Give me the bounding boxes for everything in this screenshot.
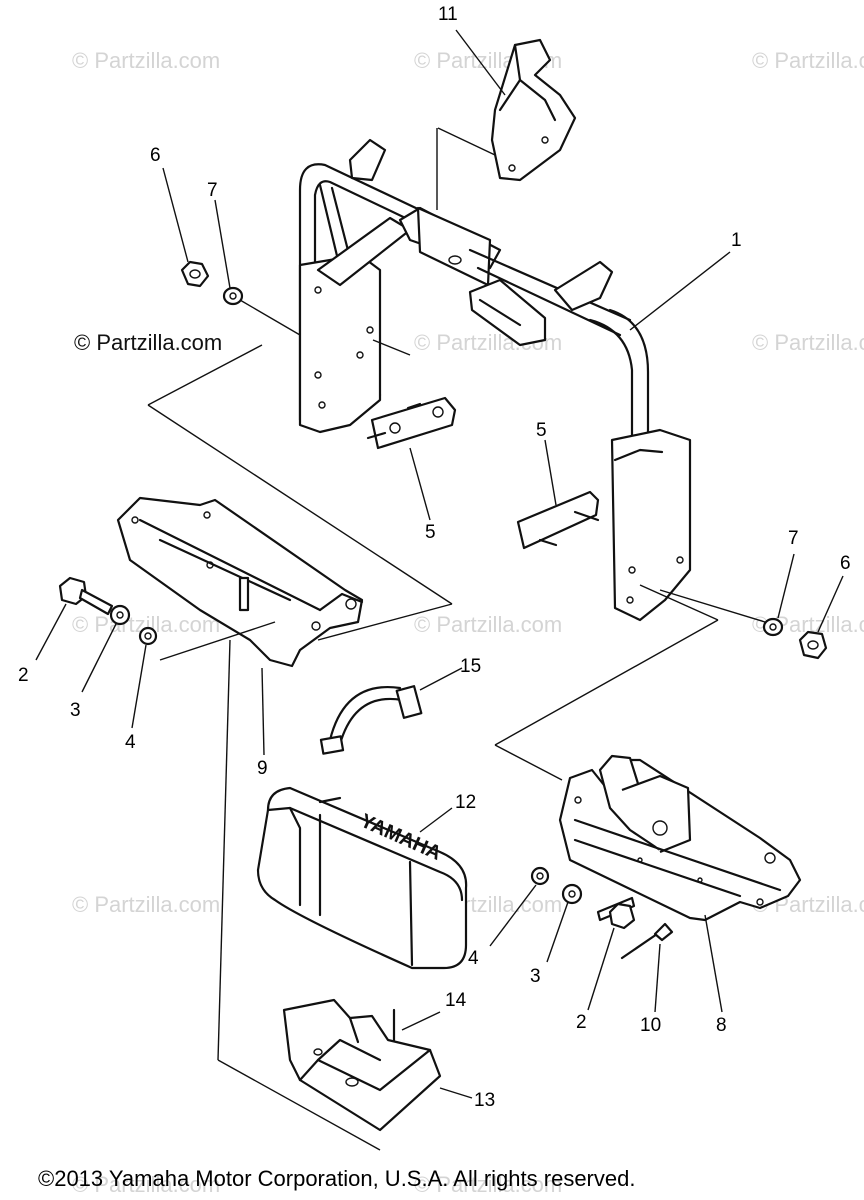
part-7-washer: [222, 286, 244, 306]
part-4-washer-right: [530, 866, 550, 886]
part-15-cable: [319, 685, 423, 755]
part-1-frame: [298, 138, 692, 622]
callout-8: 8: [716, 1015, 727, 1036]
part-3-washer-left: [109, 604, 131, 626]
callout-6: 6: [840, 553, 851, 574]
callout-7: 7: [788, 528, 799, 549]
callout-5: 5: [425, 522, 436, 543]
callout-9: 9: [257, 758, 268, 779]
watermark: © Partzilla.com: [414, 612, 563, 637]
part-4-washer-left: [138, 626, 158, 646]
watermark: © Partzilla.com: [752, 330, 864, 355]
part-6-nut: [180, 260, 210, 288]
part-3-washer-right: [561, 883, 583, 905]
callout-12: 12: [455, 792, 477, 813]
part-5-plate-left: [366, 396, 457, 450]
part-5-plate-right: [516, 490, 600, 550]
callout-2: 2: [576, 1012, 587, 1033]
part-12-battery: YAMAHA: [256, 786, 468, 970]
callout-14: 14: [445, 990, 467, 1011]
callout-4: 4: [125, 732, 136, 753]
watermark: © Partzilla.com: [752, 48, 864, 73]
part-13-bracket: [282, 998, 442, 1132]
callout-13: 13: [474, 1090, 496, 1111]
part-8-plate: [558, 754, 802, 922]
part-6-nut-right: [798, 630, 828, 660]
callout-10: 10: [640, 1015, 662, 1036]
callout-3: 3: [70, 700, 81, 721]
callout-6: 6: [150, 145, 161, 166]
callout-4: 4: [468, 948, 479, 969]
part-2-bolt-right: [596, 896, 636, 930]
copyright-notice: ©2013 Yamaha Motor Corporation, U.S.A. A…: [38, 1166, 636, 1191]
part-9-plate: [116, 496, 364, 668]
watermark: © Partzilla.com: [72, 1172, 221, 1197]
callout-15: 15: [460, 656, 482, 677]
watermark: © Partzilla.com: [414, 1172, 563, 1197]
callout-11: 11: [438, 4, 458, 25]
callout-1: 1: [731, 230, 742, 251]
watermark: © Partzilla.com: [74, 330, 223, 355]
callout-7: 7: [207, 180, 218, 201]
callout-2: 2: [18, 665, 29, 686]
part-10-pin: [620, 922, 674, 960]
callout-3: 3: [530, 966, 541, 987]
callout-5: 5: [536, 420, 547, 441]
watermark: © Partzilla.com: [72, 48, 221, 73]
part-11-bracket: [490, 38, 577, 182]
part-2-bolt-left: [58, 576, 114, 616]
part-7-washer-right: [762, 617, 784, 637]
watermark: © Partzilla.com: [72, 892, 221, 917]
